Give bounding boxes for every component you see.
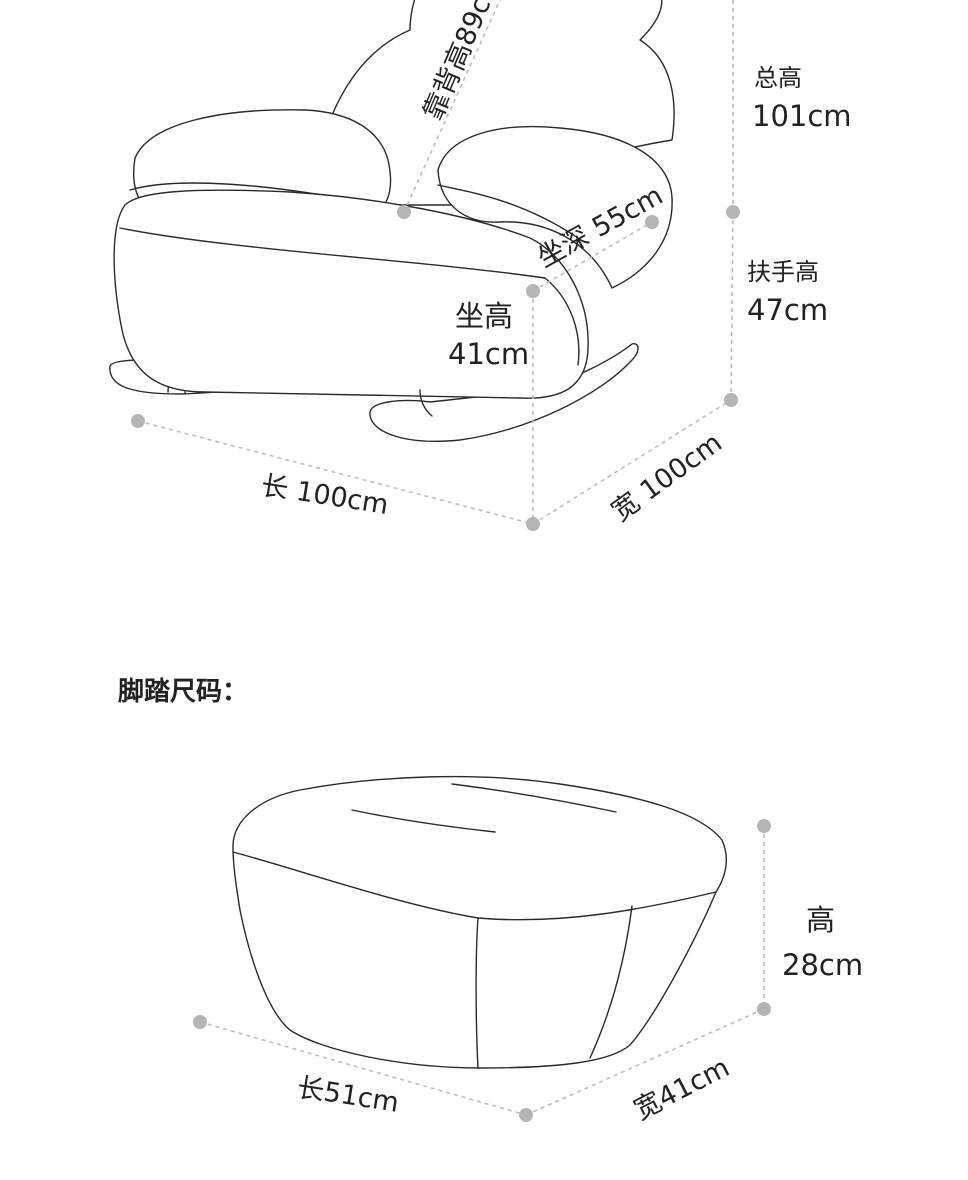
total-height-label: 总高 bbox=[754, 64, 802, 92]
ottoman-right-dot bbox=[757, 1002, 771, 1016]
chair-dimension-lines bbox=[131, 0, 740, 531]
total-height-value: 101cm bbox=[752, 99, 852, 133]
rocking-chair-drawing bbox=[109, 0, 675, 442]
seat-height-label: 坐高 bbox=[455, 299, 513, 333]
seat-height-value: 41cm bbox=[448, 337, 529, 371]
armrest-height-label: 扶手高 bbox=[747, 258, 819, 286]
ottoman-width-line bbox=[525, 1008, 765, 1116]
chair-seat-cushion bbox=[113, 189, 589, 399]
ottoman-height-label: 高 bbox=[806, 903, 835, 937]
ottoman-length-line bbox=[199, 1021, 527, 1116]
left-corner-dot bbox=[131, 414, 145, 428]
ottoman-height-value: 28cm bbox=[782, 948, 863, 982]
ottoman-seam-front bbox=[475, 917, 479, 1069]
armrest-bottom-dot bbox=[724, 393, 738, 407]
ottoman-body bbox=[232, 775, 727, 1069]
chair-length-label: 长 100cm bbox=[259, 470, 391, 521]
seat-depth-back-dot bbox=[645, 215, 659, 229]
ottoman-dimension-lines bbox=[193, 819, 771, 1122]
ottoman-seam-side bbox=[589, 905, 633, 1059]
ottoman-width-label: 宽41cm bbox=[629, 1052, 734, 1126]
ottoman-section-title: 脚踏尺码： bbox=[118, 677, 248, 707]
seat-depth-line bbox=[532, 221, 653, 292]
ottoman-top-dot bbox=[757, 819, 771, 833]
seat-front-dot bbox=[526, 284, 540, 298]
total-height-dot bbox=[726, 205, 740, 219]
ottoman-left-dot bbox=[193, 1015, 207, 1029]
ottoman-drawing bbox=[232, 775, 727, 1069]
chair-width-label: 宽 100cm bbox=[606, 427, 728, 527]
backrest-dot bbox=[397, 205, 411, 219]
chair-right-rocker bbox=[369, 343, 639, 442]
armrest-height-value: 47cm bbox=[747, 293, 828, 327]
chair-right-armrest bbox=[437, 125, 673, 289]
front-corner-dot bbox=[526, 517, 540, 531]
ottoman-top-crease-2 bbox=[451, 783, 617, 813]
ottoman-length-label: 长51cm bbox=[295, 1072, 401, 1119]
ottoman-front-dot bbox=[519, 1108, 533, 1122]
ottoman-top-crease-1 bbox=[351, 809, 496, 833]
backrest-height-line bbox=[403, 0, 501, 213]
armrest-height-line bbox=[730, 211, 734, 401]
width-line bbox=[532, 399, 732, 525]
